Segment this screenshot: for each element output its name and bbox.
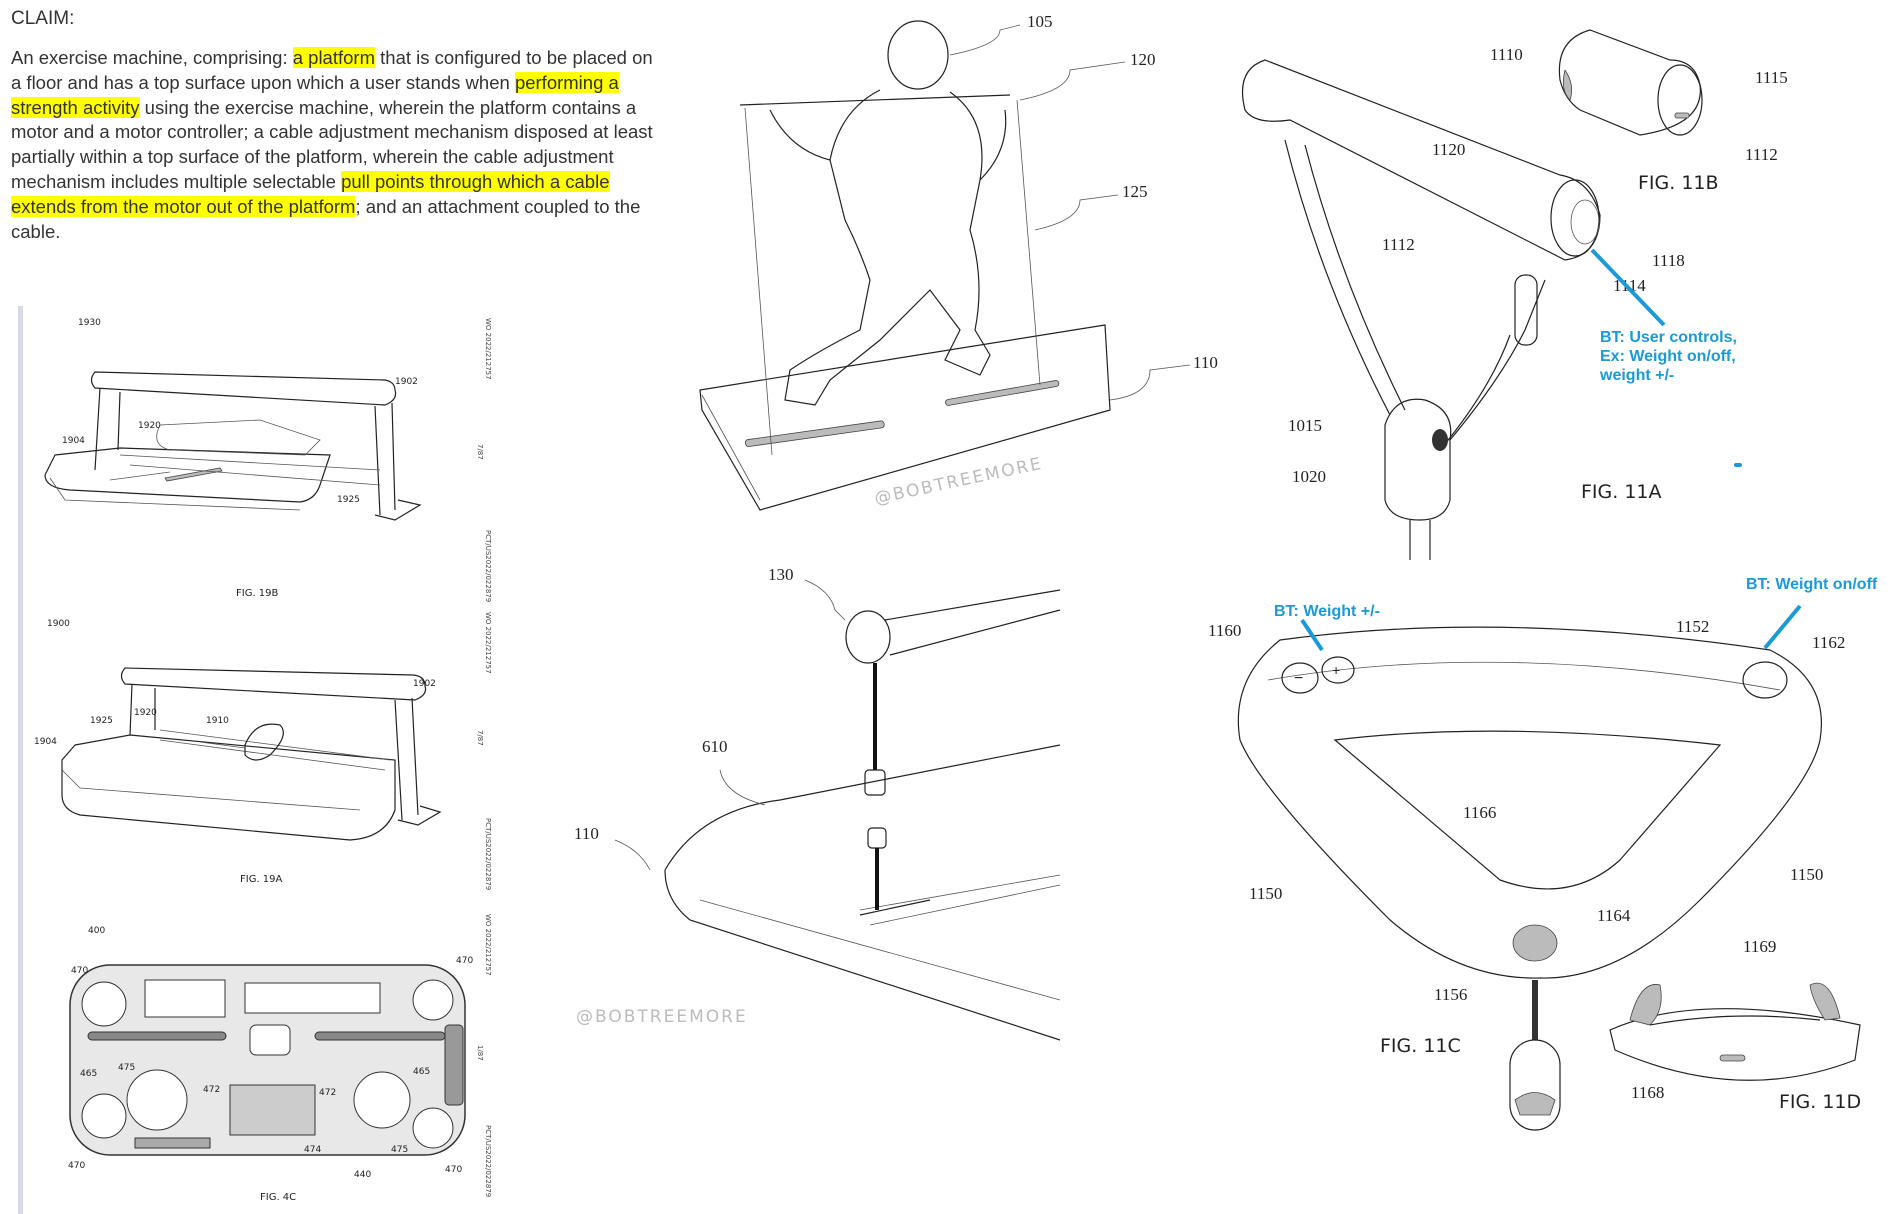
- side-text: WO 2022/212757: [484, 914, 492, 976]
- annotation-text: Ex: Weight on/off,: [1600, 348, 1736, 365]
- ref-label: 1112: [1382, 235, 1415, 254]
- fig-19a-drawing: [61, 667, 442, 841]
- ref-label: 470: [456, 956, 473, 966]
- watermark: @BOBTREEMORE: [576, 1007, 748, 1027]
- ref-label: 1015: [1288, 416, 1322, 435]
- ref-label: 120: [1130, 50, 1156, 69]
- ref-label: 125: [1122, 182, 1148, 201]
- side-text: WO 2022/212757: [484, 318, 492, 380]
- ref-label: 1925: [337, 495, 360, 505]
- annotation-pointer: [1590, 248, 1666, 327]
- ref-label: 1112: [1745, 145, 1778, 164]
- ref-label: 1920: [134, 708, 157, 718]
- side-text: WO 2022/212757: [484, 612, 492, 674]
- annotation-text: BT: User controls,: [1600, 329, 1737, 346]
- ref-label: 130: [768, 565, 794, 584]
- claim-text: An exercise machine, comprising: a platf…: [11, 46, 661, 244]
- ref-label: 1115: [1755, 68, 1788, 87]
- ref-label: 400: [88, 926, 105, 936]
- ref-label: 1020: [1292, 467, 1326, 486]
- fig-19b-drawing: [44, 371, 422, 521]
- ref-label: 1904: [34, 737, 57, 747]
- sheet-side-text: WO 2022/212757 7/87 PCT/US2022/022879 WO…: [476, 318, 492, 1197]
- claim-segment: using the exercise machine, wherein the …: [11, 96, 653, 192]
- annotation-mark: [1734, 463, 1742, 467]
- annotation-text: BT: Weight +/-: [1274, 603, 1380, 620]
- ref-label: 1902: [413, 679, 436, 689]
- claim-segment: An exercise machine, comprising:: [11, 47, 293, 68]
- ref-label: 475: [118, 1063, 135, 1073]
- ref-label: 465: [413, 1067, 430, 1077]
- ref-label: 1118: [1652, 251, 1685, 270]
- platform-user-drawing: [699, 20, 1111, 511]
- ref-label: 472: [319, 1088, 336, 1098]
- ref-label: 110: [574, 824, 599, 843]
- side-text: 1/87: [476, 1045, 484, 1061]
- ref-label: 1110: [1490, 45, 1523, 64]
- ref-label: 440: [354, 1170, 371, 1180]
- ref-label: 1169: [1743, 937, 1776, 956]
- figure-title: FIG. 11C: [1380, 1035, 1461, 1057]
- ref-label: 1930: [78, 318, 101, 328]
- claim-heading: CLAIM:: [11, 8, 75, 29]
- side-text: PCT/US2022/022879: [484, 1125, 492, 1197]
- fig-11c-drawing: − +: [1237, 626, 1822, 1131]
- figure-title: FIG. 19A: [240, 874, 283, 885]
- figure-title: FIG. 4C: [260, 1192, 296, 1203]
- claim-segment: that is configured to be placed on a flo…: [11, 47, 653, 93]
- ref-label: 110: [1193, 353, 1218, 372]
- figure-title: FIG. 11B: [1638, 172, 1719, 194]
- annotation-pointer: [1300, 618, 1324, 652]
- ref-label: 1162: [1812, 633, 1845, 652]
- figure-title: FIG. 11A: [1581, 481, 1662, 503]
- side-text: PCT/US2022/022879: [484, 530, 492, 602]
- ref-label: 1164: [1597, 906, 1631, 925]
- claim-highlight: a platform: [292, 47, 375, 68]
- ref-label: 1902: [395, 377, 418, 387]
- claim-segment: ; and an attachment coupled to the cable…: [11, 195, 641, 242]
- ref-label: 1120: [1432, 140, 1465, 159]
- svg-text:+: +: [1332, 662, 1340, 678]
- ref-label: 1904: [62, 436, 85, 446]
- fig-11b-drawing: [1558, 29, 1703, 136]
- side-text: 7/87: [476, 444, 484, 460]
- ref-label: 470: [71, 966, 88, 976]
- ref-label: 1150: [1790, 865, 1823, 884]
- ref-label: 472: [203, 1085, 220, 1095]
- ref-label: 1166: [1463, 803, 1496, 822]
- fig-4c-drawing: [69, 964, 466, 1156]
- ref-label: 470: [68, 1161, 85, 1171]
- ref-label: 1152: [1676, 617, 1709, 636]
- ref-label: 465: [80, 1069, 97, 1079]
- ref-label: 1920: [138, 421, 161, 431]
- figure-title: FIG. 11D: [1779, 1091, 1861, 1113]
- fig-11d-drawing: [1609, 982, 1861, 1081]
- svg-text:−: −: [1294, 670, 1303, 687]
- ref-label: 105: [1027, 12, 1053, 31]
- ref-label: 1168: [1631, 1083, 1664, 1102]
- ref-label: 475: [391, 1145, 408, 1155]
- annotation-text: weight +/-: [1599, 367, 1674, 384]
- ref-label: 470: [445, 1165, 462, 1175]
- figure-title: FIG. 19B: [236, 588, 279, 599]
- side-text: 7/87: [476, 730, 484, 746]
- ref-label: 1910: [206, 716, 229, 726]
- ref-label: 1925: [90, 716, 113, 726]
- ref-label: 1900: [47, 619, 70, 629]
- fig-11a-drawing: [1241, 59, 1601, 560]
- ref-label: 1150: [1249, 884, 1282, 903]
- ref-label: 474: [304, 1145, 321, 1155]
- side-text: PCT/US2022/022879: [484, 818, 492, 890]
- annotation-text: BT: Weight on/off: [1746, 576, 1878, 593]
- annotation-pointer: [1763, 604, 1802, 650]
- ref-label: 610: [702, 737, 728, 756]
- ref-label: 1160: [1208, 621, 1241, 640]
- watermark: @BOBTREEMORE: [873, 454, 1045, 509]
- quote-bar: [18, 306, 23, 1214]
- ref-label: 1156: [1434, 985, 1467, 1004]
- pull-point-drawing: [664, 589, 1061, 1041]
